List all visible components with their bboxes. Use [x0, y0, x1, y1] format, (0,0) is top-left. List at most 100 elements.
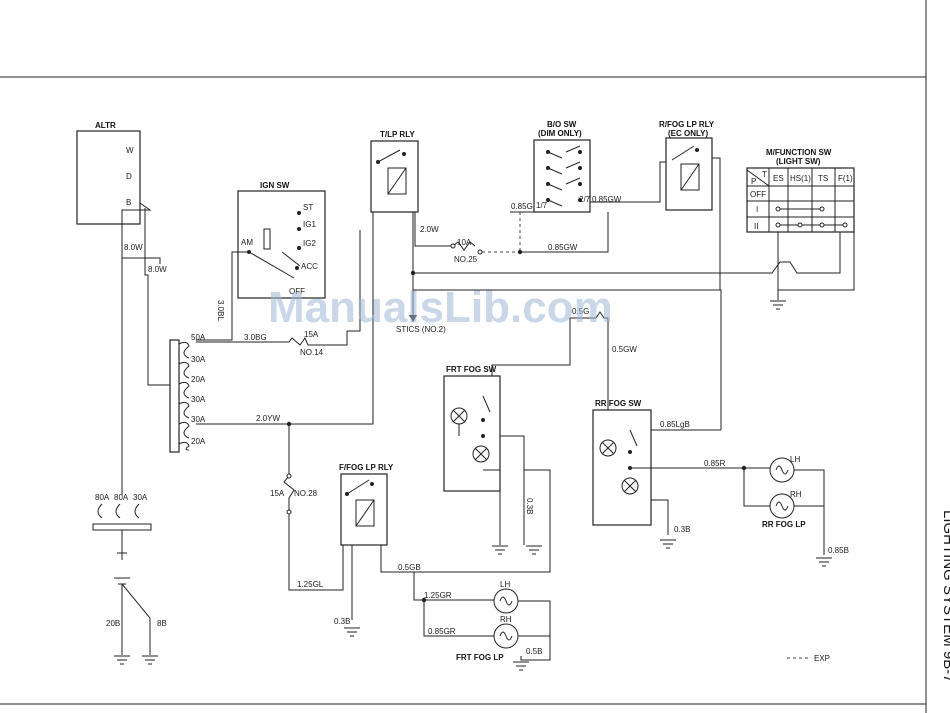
ground-icon — [492, 545, 542, 555]
ground-icon — [816, 557, 832, 567]
wire-0-5g — [570, 311, 609, 410]
rfog-lp-rly-subtitle: (EC ONLY) — [668, 129, 708, 138]
rr-fog-lp-lh: LH — [790, 455, 800, 464]
fuse-block-fuse-3: 20A — [191, 375, 206, 384]
rfog-lp-rly-title: R/FOG LP RLY — [659, 120, 715, 129]
wire-label-8-0w-a: 8.0W — [124, 243, 143, 252]
wire-label-3-0bl: 3.0BL — [216, 300, 225, 321]
fuse-no25-label: NO.25 — [454, 255, 478, 264]
altr-terminal-d: D — [126, 172, 132, 181]
wire-0-5gb — [380, 469, 551, 573]
mfunction-sw-title: M/FUNCTION SW — [766, 148, 832, 157]
mfunction-sw-subtitle: (LIGHT SW) — [776, 157, 821, 166]
battery-fuse-2: 80A — [114, 493, 129, 502]
rr-fog-sw-component: RR FOG SW — [592, 399, 652, 526]
wire-label-8b: 8B — [157, 619, 167, 628]
wire-0-85gr — [423, 600, 494, 637]
wire-3-0bl — [196, 251, 249, 341]
ground-icon — [770, 300, 786, 310]
fuse-block-fuse-6: 20A — [191, 437, 206, 446]
bo-sw-pin-1-7: 1/7 — [536, 201, 548, 210]
wire-0-5b — [520, 636, 551, 661]
wire-label-0-85r: 0.85R — [704, 459, 726, 468]
tlp-rly-title: T/LP RLY — [380, 130, 415, 139]
ign-sw-off: OFF — [289, 287, 305, 296]
bo-sw-component: B/O SW (DIM ONLY) 1/7 2/7 — [533, 120, 591, 213]
stics-label: STICS (NO.2) — [396, 325, 446, 334]
wire-label-0-85gw-a: 0.85GW — [592, 195, 622, 204]
frt-fog-lp-title: FRT FOG LP — [456, 653, 504, 662]
altr-terminal-w: W — [126, 146, 134, 155]
mfunction-row-off: OFF — [750, 190, 766, 199]
wire-label-20b: 20B — [106, 619, 120, 628]
fuse-block-fuse-2: 30A — [191, 355, 206, 364]
mfunction-header-f1: F(1) — [838, 174, 853, 183]
ign-sw-component: IGN SW ST IG1 IG2 ACC AM OFF — [237, 181, 326, 299]
ground-icon — [344, 627, 360, 637]
fuse-no14-rating: 15A — [304, 330, 319, 339]
wire-label-0-5gw: 0.5GW — [612, 345, 637, 354]
bo-sw-subtitle: (DIM ONLY) — [538, 129, 582, 138]
battery-fuse-1: 80A — [95, 493, 110, 502]
ign-sw-am: AM — [241, 238, 253, 247]
wire-8b — [121, 583, 151, 655]
rr-fog-lp-rh: RH — [790, 490, 802, 499]
wire-altr-b — [121, 202, 161, 264]
frt-fog-sw-component: FRT FOG SW — [443, 365, 501, 492]
wire-label-2-0w: 2.0W — [420, 225, 439, 234]
mfunction-header-t: T — [762, 170, 767, 179]
wire-label-0-85lgb: 0.85LgB — [660, 420, 690, 429]
legend-exp: EXP — [787, 654, 830, 663]
wire-8-0w — [144, 208, 170, 386]
altr-terminal-b: B — [126, 198, 131, 207]
fuse-no14-label: NO.14 — [300, 348, 324, 357]
mfunction-header-es: ES — [773, 174, 784, 183]
ign-sw-st: ST — [303, 203, 313, 212]
ffog-lp-rly-component: F/FOG LP RLY — [339, 463, 394, 546]
wire-label-0-3b-b: 0.3B — [674, 525, 690, 534]
tlp-rly-component: T/LP RLY — [370, 130, 419, 213]
wire-0-85gw-b — [520, 212, 609, 253]
wire-label-3-0bg: 3.0BG — [244, 333, 267, 342]
altr-component: ALTR W D B — [76, 121, 141, 225]
wire-1-25gr — [413, 572, 494, 601]
rr-fog-sw-title: RR FOG SW — [595, 399, 642, 408]
wire-0-85b — [794, 469, 825, 555]
fuse-block-fuse-1: 50A — [191, 333, 206, 342]
ign-sw-ig2: IG2 — [303, 239, 316, 248]
wire-label-0-3b-c: 0.3B — [334, 617, 350, 626]
ign-sw-ig1: IG1 — [303, 220, 316, 229]
frt-fog-lp-lh: LH — [500, 580, 510, 589]
wire-1-25gl — [283, 424, 344, 591]
altr-title: ALTR — [95, 121, 116, 130]
mfunction-header-ts: TS — [818, 174, 828, 183]
battery-fuse-3: 30A — [133, 493, 148, 502]
wire-label-0-5gb: 0.5GB — [398, 563, 421, 572]
mfunction-header-hs1: HS(1) — [790, 174, 811, 183]
fuse-no25-rating: 10A — [457, 238, 472, 247]
wire-3-0bg — [196, 331, 348, 346]
rr-fog-lp-component: LH RH RR FOG LP — [762, 455, 806, 529]
wire-label-2-0yw: 2.0YW — [256, 414, 280, 423]
ign-sw-title: IGN SW — [260, 181, 290, 190]
wire-label-8-0w-b: 8.0W — [148, 265, 167, 274]
wire-2-0yw — [196, 192, 374, 425]
wire-label-0-85gw-b: 0.85GW — [548, 243, 578, 252]
ground-icon — [513, 661, 529, 671]
wire-label-0-5b: 0.5B — [526, 647, 542, 656]
mfunction-row-ii: II — [754, 222, 758, 231]
wire-label-1-25gr: 1.25GR — [424, 591, 452, 600]
mfunction-header-p: P — [751, 177, 756, 186]
fuse-block-fuse-4: 30A — [191, 395, 206, 404]
bo-sw-pin-2-7: 2/7 — [579, 195, 591, 204]
legend-exp-label: EXP — [814, 654, 830, 663]
frt-fog-lp-component: LH RH FRT FOG LP — [456, 580, 519, 662]
ground-icon — [660, 539, 676, 549]
wire-label-0-3b-a: 0.3B — [525, 498, 534, 514]
wire-2-0w — [414, 212, 476, 251]
wire-label-0-5g: 0.5G — [572, 307, 589, 316]
fuse-no28-rating: 15A — [270, 489, 285, 498]
wire-label-0-85b: 0.85B — [828, 546, 849, 555]
ign-sw-acc: ACC — [301, 262, 318, 271]
